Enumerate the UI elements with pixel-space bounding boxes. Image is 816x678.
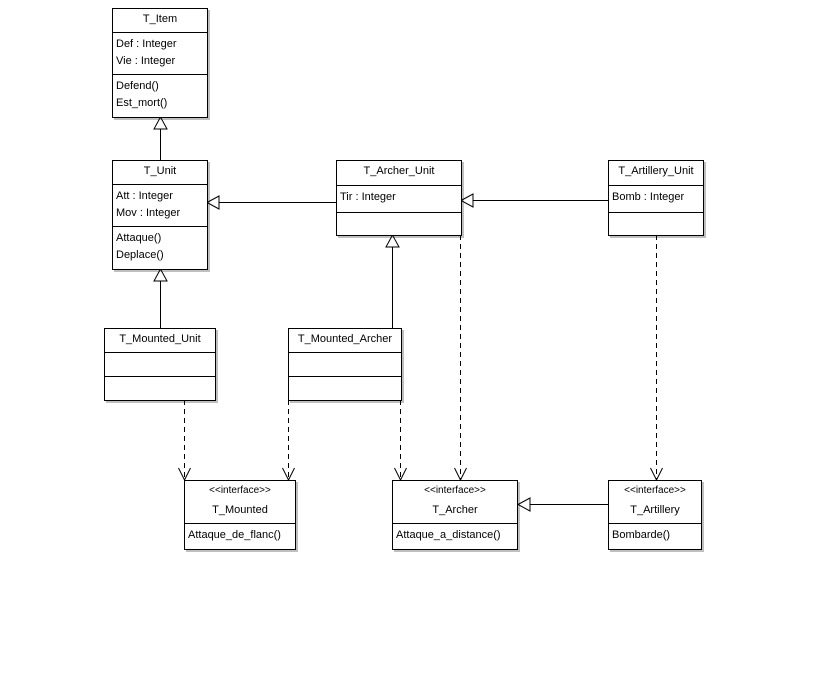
- interface-t-mounted[interactable]: <<interface>> T_Mounted Attaque_de_flanc…: [184, 480, 296, 550]
- attributes-compartment: [289, 353, 401, 377]
- interface-t-archer[interactable]: <<interface>> T_Archer Attaque_a_distanc…: [392, 480, 518, 550]
- operation: Est_mort(): [116, 97, 168, 109]
- generalization-mounted-archer-to-archer-unit: [385, 233, 400, 328]
- class-name: T_Item: [142, 13, 178, 25]
- class-name: T_Archer_Unit: [363, 165, 435, 177]
- operation: Bombarde(): [612, 529, 671, 541]
- operation: Defend(): [116, 80, 159, 92]
- attribute: Mov : Integer: [116, 207, 181, 219]
- stereotype-label: <<interface>>: [209, 485, 271, 496]
- class-t-mounted-archer[interactable]: T_Mounted_Archer: [288, 328, 402, 401]
- attribute: Def : Integer: [116, 38, 177, 50]
- interface-name: T_Artillery: [630, 504, 680, 516]
- class-t-artillery-unit[interactable]: T_Artillery_Unit Bomb : Integer: [608, 160, 704, 236]
- class-name: T_Mounted_Archer: [297, 333, 393, 345]
- attribute: Tir : Integer: [340, 191, 396, 203]
- stereotype-label: <<interface>>: [424, 485, 486, 496]
- operation: Deplace(): [116, 249, 164, 261]
- class-t-unit[interactable]: T_Unit Att : Integer Mov : Integer Attaq…: [112, 160, 208, 270]
- attributes-compartment: [105, 353, 215, 377]
- operation: Attaque_a_distance(): [396, 529, 501, 541]
- generalization-unit-to-item: [153, 115, 168, 160]
- interface-t-artillery[interactable]: <<interface>> T_Artillery Bombarde(): [608, 480, 702, 550]
- stereotype-label: <<interface>>: [624, 485, 686, 496]
- class-name: T_Unit: [143, 165, 177, 177]
- class-t-item[interactable]: T_Item Def : Integer Vie : Integer Defen…: [112, 8, 208, 118]
- class-t-mounted-unit[interactable]: T_Mounted_Unit: [104, 328, 216, 401]
- interface-name: T_Mounted: [212, 504, 268, 516]
- interface-name: T_Archer: [432, 504, 478, 516]
- generalization-artillery-unit-to-archer-unit: [459, 193, 608, 208]
- operation: Attaque_de_flanc(): [188, 529, 281, 541]
- operations-compartment: [337, 213, 461, 219]
- operation: Attaque(): [116, 232, 162, 244]
- class-t-archer-unit[interactable]: T_Archer_Unit Tir : Integer: [336, 160, 462, 236]
- generalization-archer-unit-to-unit: [205, 195, 336, 210]
- attribute: Att : Integer: [116, 190, 173, 202]
- operations-compartment: [609, 213, 703, 219]
- operations-compartment: [105, 377, 215, 383]
- class-name: T_Mounted_Unit: [119, 333, 201, 345]
- generalization-mounted-unit-to-unit: [153, 267, 168, 328]
- operations-compartment: [289, 377, 401, 383]
- attribute: Bomb : Integer: [612, 191, 685, 203]
- generalization-artillery-to-archer: [516, 497, 608, 512]
- attribute: Vie : Integer: [116, 55, 176, 67]
- class-name: T_Artillery_Unit: [618, 165, 694, 177]
